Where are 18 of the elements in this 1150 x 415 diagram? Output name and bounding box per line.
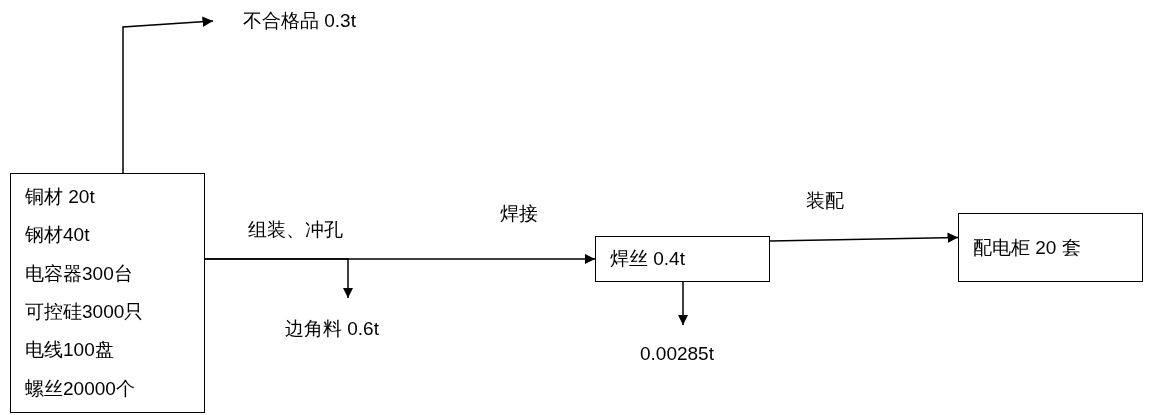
- arrow: [769, 232, 959, 243]
- arrow: [122, 16, 214, 174]
- material-item: 电容器300台: [25, 261, 134, 286]
- material-item: 钢材40t: [25, 223, 91, 248]
- material-item: 电线100盘: [25, 338, 115, 363]
- box-label: 焊丝 0.4t: [610, 247, 686, 271]
- material-item: 可控硅3000只: [25, 300, 145, 325]
- process-box: [595, 236, 770, 282]
- output-label: 边角料 0.6t: [285, 316, 379, 342]
- output-label: 不合格品 0.3t: [243, 8, 356, 34]
- process-box: [958, 213, 1143, 282]
- box-label: 配电柜 20 套: [973, 235, 1082, 260]
- output-label: 0.00285t: [640, 343, 714, 365]
- material-item: 铜材 20t: [25, 185, 96, 210]
- material-item: 螺丝20000个: [25, 376, 136, 401]
- arrow: [677, 281, 689, 326]
- arrow: [204, 258, 354, 299]
- materials-box: [10, 173, 205, 413]
